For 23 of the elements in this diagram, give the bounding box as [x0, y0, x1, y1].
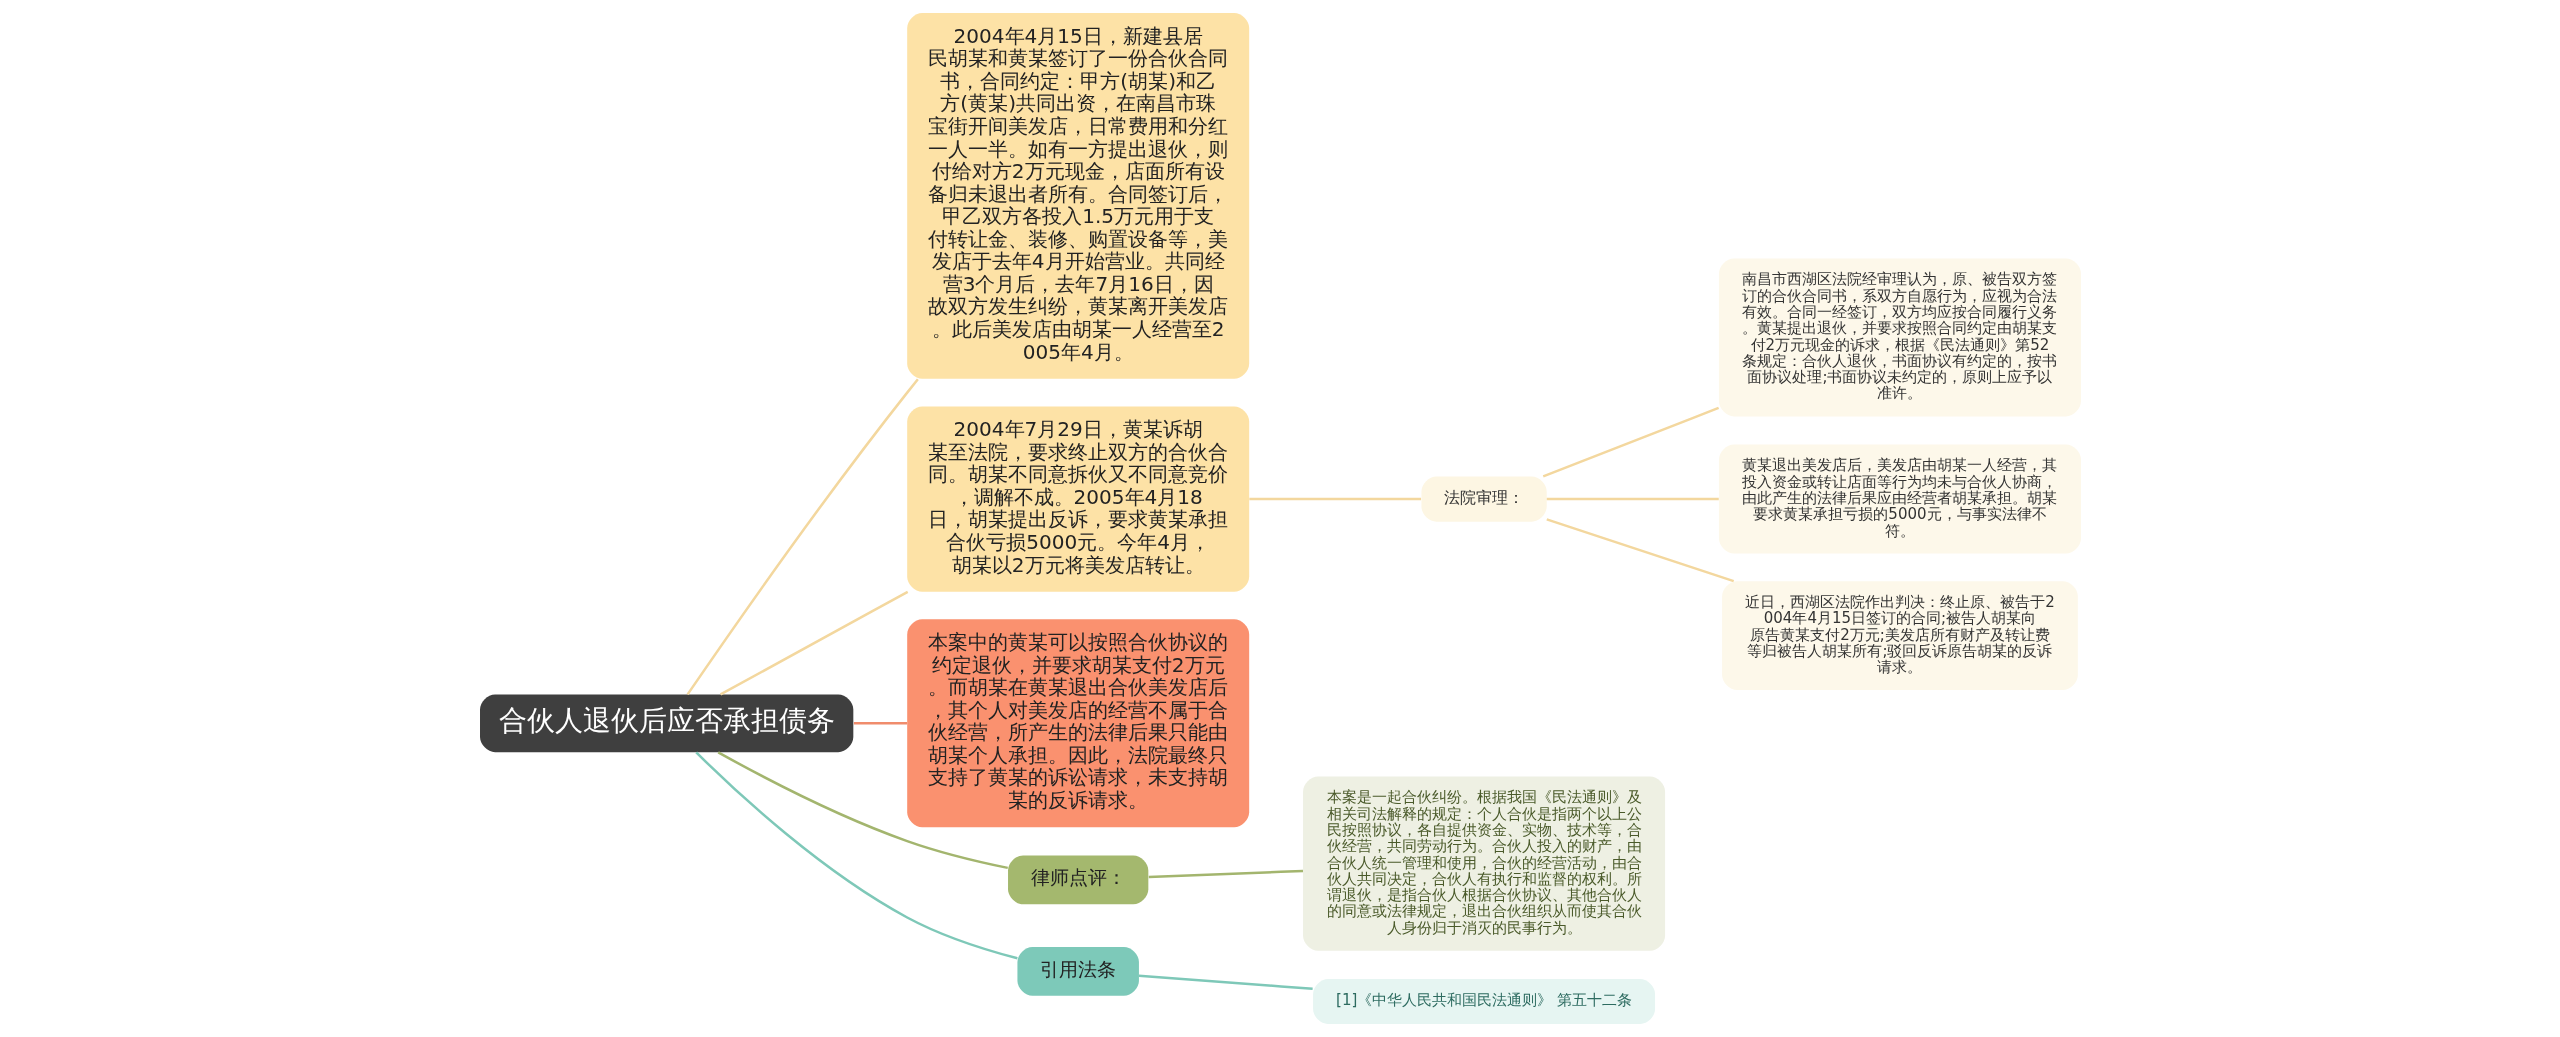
connector: [686, 378, 919, 696]
node-box: 法院审理：: [1420, 476, 1547, 522]
node-box: 近日，西湖区法院作出判决：终止原、被告于2004年4月15日签订的合同;被告人胡某向原告黄某支付2万元;美发店所有财产及转让费等归被告人胡某所有;驳回反诉原告胡某的反诉请求。: [1721, 581, 2078, 691]
connector: [1545, 518, 1734, 583]
node-box: 引用法条: [1016, 946, 1139, 996]
node-box: 本案是一起合伙纠纷。根据我国《民法通则》及相关司法解释的规定：个人合伙是指两个以上公民按照协议，各自提供资金、实物、技术等，合伙经营，共同劳动行为。合伙人投入的财产，由合伙人统一管理和使用，合伙的经营活动，由合伙人共同决定，合伙人有执行和监督的权利。所谓退伙，是指合伙人根据合伙协议、其他合伙人的同意或法律规定，退出合伙组织从而使其合伙人身份归于消灭的民事行为。: [1302, 776, 1665, 951]
node-box: 黄某退出美发店后，美发店由胡某一人经营，其投入资金或转让店面等行为均未与合伙人协商，由此产生的法律后果应由经营者胡某承担。胡某要求黄某承担亏损的5000元，与事实法律不符。: [1718, 444, 2081, 554]
connector: [1138, 974, 1313, 990]
node-box: 南昌市西湖区法院经审理认为，原、被告双方签订的合伙合同书，系双方自愿行为，应视为合法有效。合同一经签订，双方均应按合同履行义务。黄某提出退伙，并要求按照合同约定由胡某支付2万元现金的诉求，根据《民法通则》第52条规定：合伙人退伙，书面协议有约定的，按书面协议处理;书面协议未约定的，原则上应予以准许。: [1718, 258, 2081, 417]
node-box: [1]《中华人民共和国民法通则》 第五十二条: [1312, 978, 1655, 1024]
connector: [1542, 406, 1719, 478]
connector: [1546, 497, 1719, 501]
connector: [719, 590, 908, 696]
node-box: 律师点评：: [1007, 855, 1148, 905]
connector: [694, 751, 1018, 960]
node-box: 2004年4月15日，新建县居民胡某和黄某签订了一份合伙合同书，合同约定：甲方(胡某)和乙方(黄某)共同出资，在南昌市珠宝街开间美发店，日常费用和分红一人一半。如有一方提出退伙，则付给对方2万元现金，店面所有设备归未退出者所有。合同签订后，甲乙双方各投入1.5万元用于支付转让金、装修、购置设备等，美发店于去年4月开始营业。共同经营3个月后，去年7月16日，因故双方发生纠纷，黄某离开美发店。此后美发店由胡某一人经营至2005年4月。: [906, 13, 1249, 379]
connector: [853, 722, 907, 725]
node-box: 本案中的黄某可以按照合伙协议的约定退伙，并要求胡某支付2万元。而胡某在黄某退出合伙美发店后，其个人对美发店的经营不属于合伙经营，所产生的法律后果只能由胡某个人承担。因此，法院最终只支持了黄某的诉讼请求，未支持胡某的反诉请求。: [906, 619, 1249, 828]
node-box: 合伙人退伙后应否承担债务: [479, 694, 853, 753]
node-box: 2004年7月29日，黄某诉胡某至法院，要求终止双方的合伙合同。胡某不同意拆伙又不同意竞价，调解不成。2005年4月18日，胡某提出反诉，要求黄某承担合伙亏损5000元。今年4月，胡某以2万元将美发店转让。: [906, 406, 1249, 592]
connector: [717, 751, 1008, 870]
connector: [1148, 869, 1303, 879]
connector: [1248, 497, 1421, 501]
